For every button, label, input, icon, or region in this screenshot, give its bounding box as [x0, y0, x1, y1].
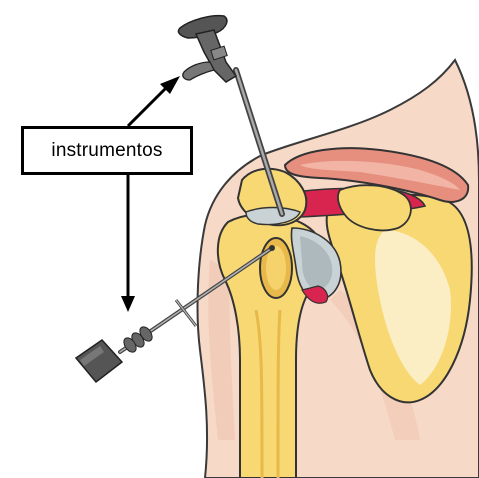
humeral-head-inner — [266, 246, 286, 290]
instruments-label-box: instrumentos — [21, 126, 193, 175]
instruments-label: instrumentos — [51, 140, 162, 162]
callout-arrows — [121, 76, 180, 312]
